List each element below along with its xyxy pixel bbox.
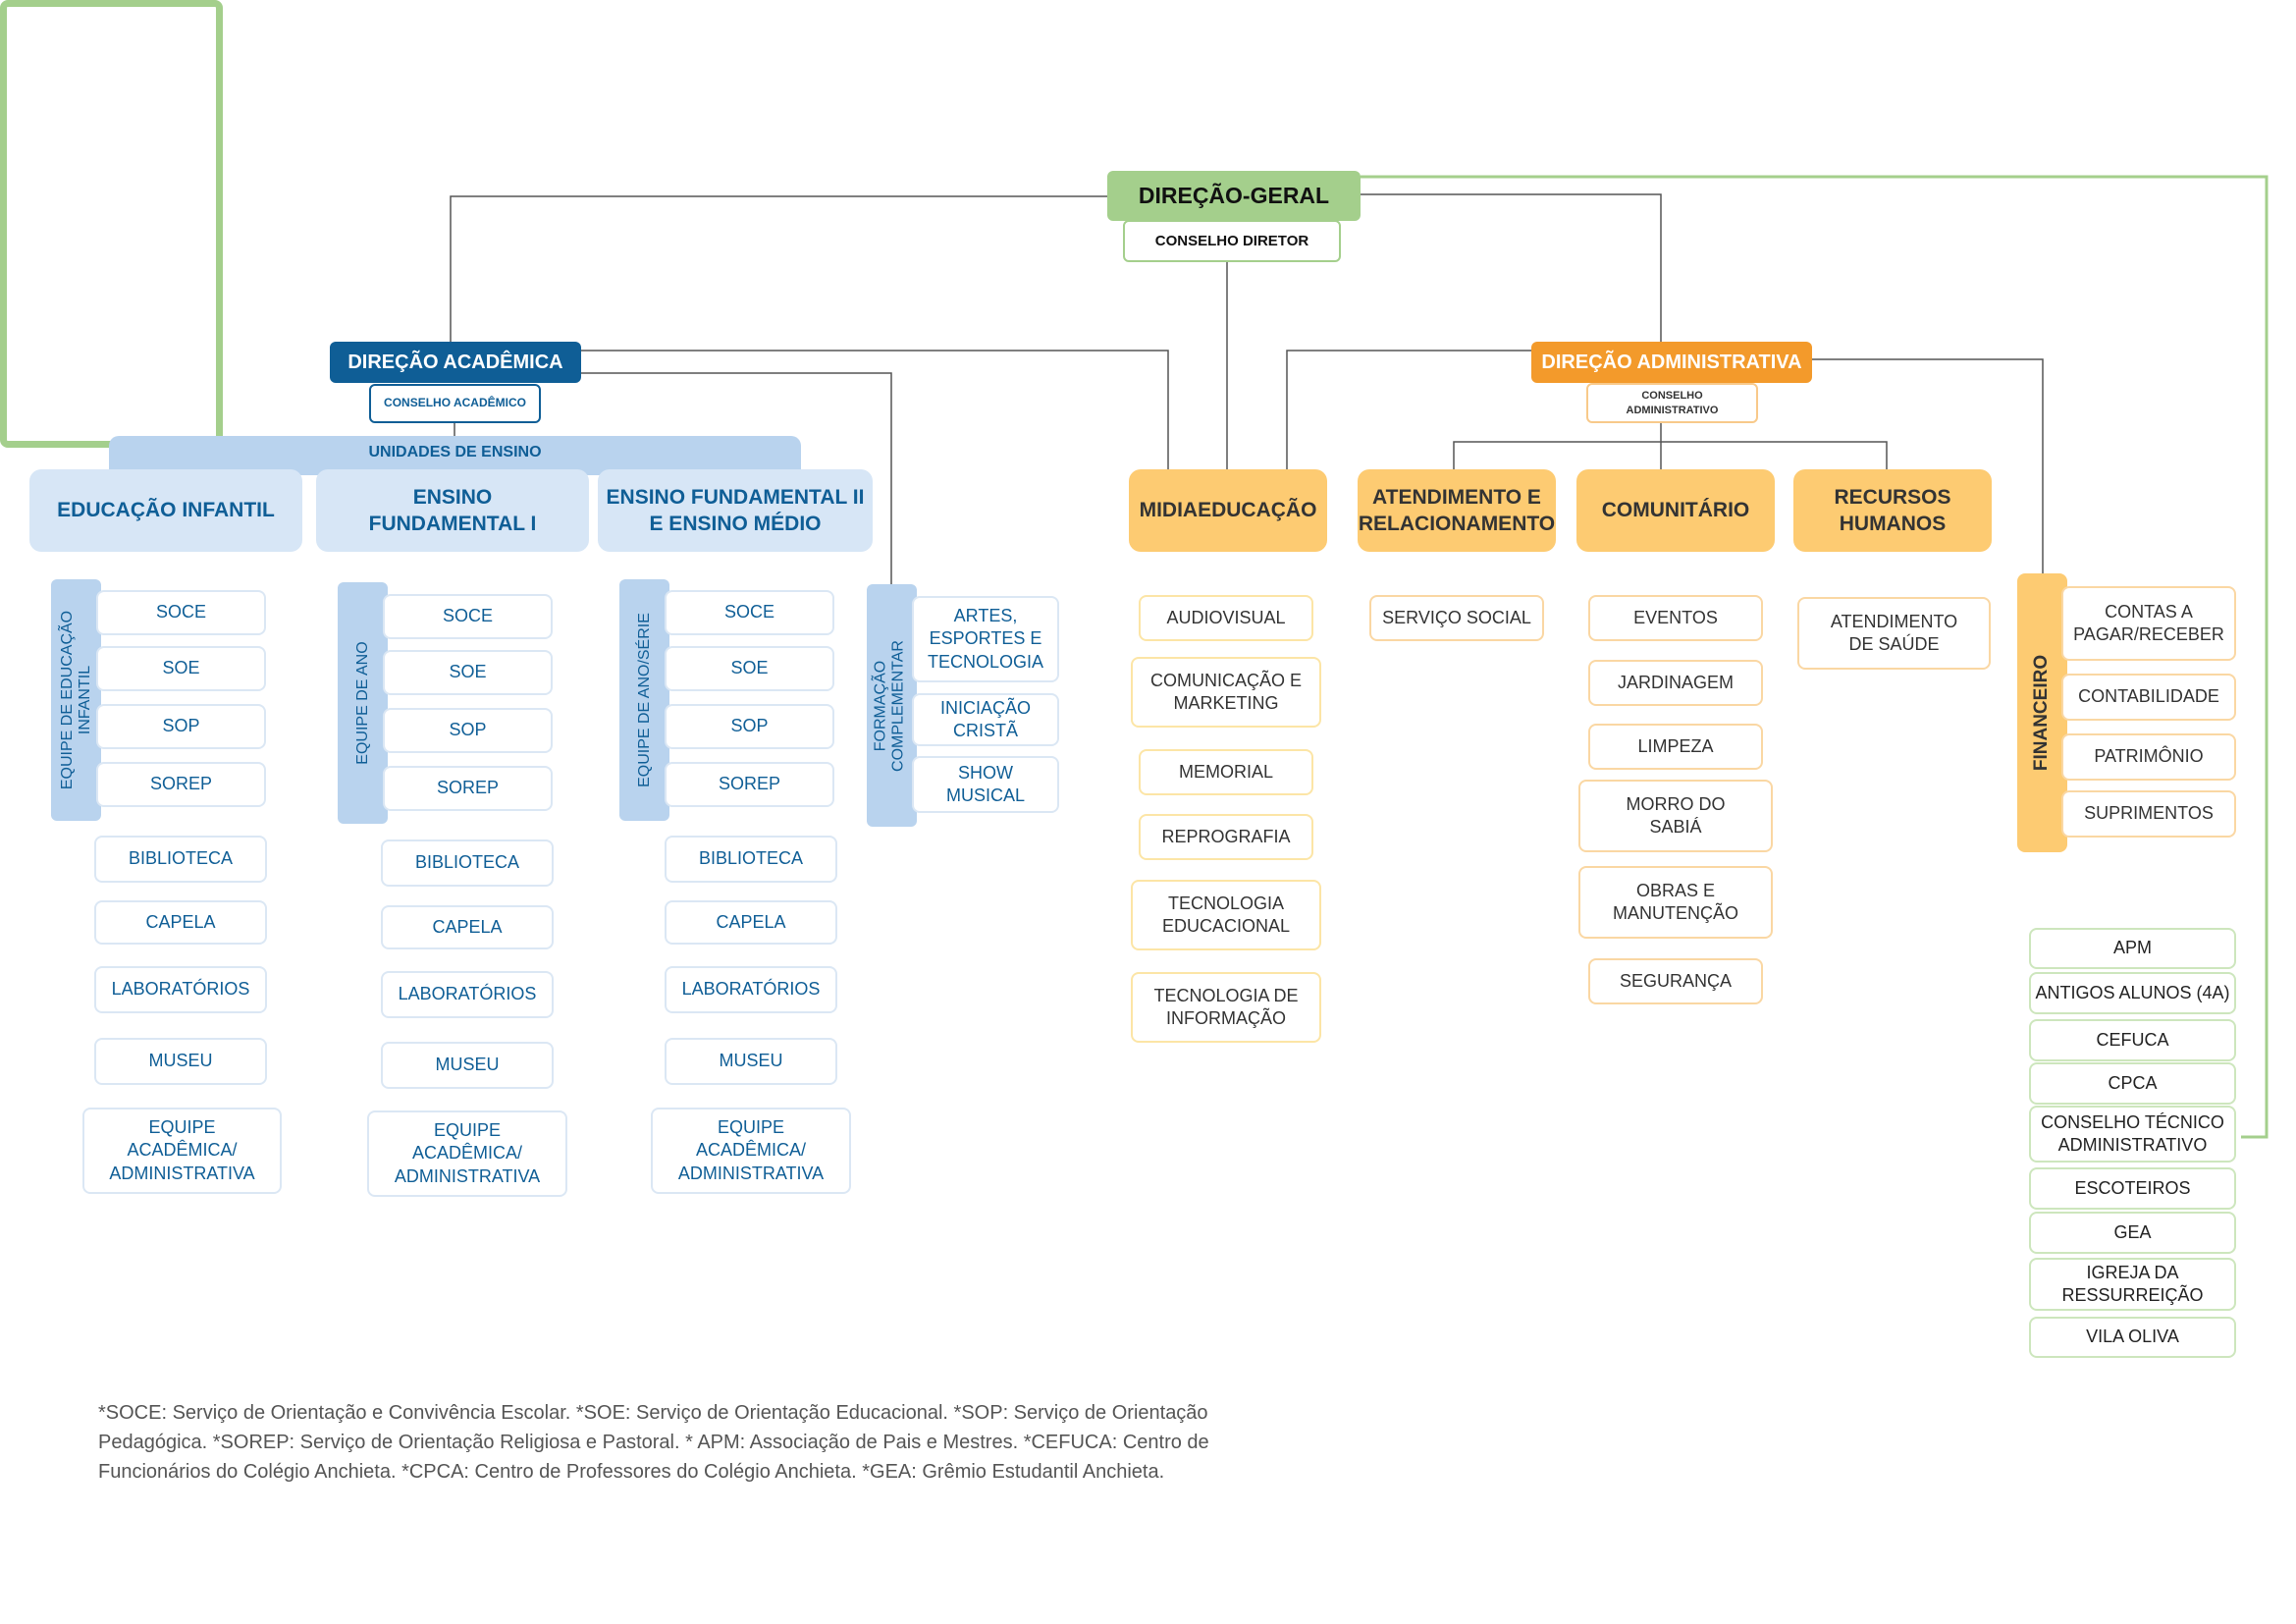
unit-item: BIBLIOTECA xyxy=(665,836,837,883)
association-item: CPCA xyxy=(2029,1062,2236,1105)
line-administrativa-midia xyxy=(1286,350,1531,469)
team-band xyxy=(51,579,101,821)
dept-comunitario: COMUNITÁRIO xyxy=(1576,469,1775,552)
line-admin-atendimento xyxy=(1453,423,1662,469)
dept-atendimento-relacionamento: ATENDIMENTO E RELACIONAMENTO xyxy=(1358,469,1556,552)
association-item: CONSELHO TÉCNICO ADMINISTRATIVO xyxy=(2029,1106,2236,1163)
finance-item: PATRIMÔNIO xyxy=(2061,733,2236,781)
dept-item: MORRO DO SABIÁ xyxy=(1578,780,1773,852)
team-item: SOP xyxy=(96,704,266,749)
dept-item: LIMPEZA xyxy=(1588,724,1763,770)
unit-item: BIBLIOTECA xyxy=(94,836,267,883)
direcao-geral-box: DIREÇÃO-GERAL xyxy=(1107,171,1361,221)
line-administrativa-financeiro xyxy=(1812,358,2044,573)
unit-item: EQUIPE ACADÊMICA/ ADMINISTRATIVA xyxy=(82,1108,282,1194)
dept-item: JARDINAGEM xyxy=(1588,660,1763,706)
midiaeducacao-box: MIDIAEDUCAÇÃO xyxy=(1129,469,1327,552)
unit-item: EQUIPE ACADÊMICA/ ADMINISTRATIVA xyxy=(367,1110,567,1197)
team-item: SOREP xyxy=(383,766,553,811)
midia-item: REPROGRAFIA xyxy=(1139,814,1313,860)
unit-item: BIBLIOTECA xyxy=(381,839,554,887)
finance-item: CONTABILIDADE xyxy=(2061,674,2236,721)
team-label: EQUIPE DE EDUCAÇÃO INFANTIL xyxy=(58,610,93,790)
finance-item: CONTAS A PAGAR/RECEBER xyxy=(2061,586,2236,661)
line-geral-associacoes xyxy=(1361,175,2269,1139)
financeiro-label: FINANCEIRO xyxy=(2031,654,2052,772)
midia-item: COMUNICAÇÃO E MARKETING xyxy=(1131,657,1321,728)
midia-item: MEMORIAL xyxy=(1139,749,1313,795)
team-item: SOREP xyxy=(96,762,266,807)
team-item: SOP xyxy=(665,704,834,749)
comp-item-artes: ARTES, ESPORTES E TECNOLOGIA xyxy=(912,596,1059,682)
unit-item: CAPELA xyxy=(94,900,267,945)
dept-item: OBRAS E MANUTENÇÃO xyxy=(1578,866,1773,939)
comp-item-show: SHOW MUSICAL xyxy=(912,756,1059,813)
association-item: GEA xyxy=(2029,1212,2236,1254)
team-item: SOCE xyxy=(96,590,266,635)
association-item: ESCOTEIROS xyxy=(2029,1167,2236,1210)
association-item: IGREJA DA RESSURREIÇÃO xyxy=(2029,1258,2236,1311)
conselho-academico-box: CONSELHO ACADÊMICO xyxy=(369,384,541,423)
midia-item: TECNOLOGIA EDUCACIONAL xyxy=(1131,880,1321,950)
conselho-administrativo-box: CONSELHO ADMINISTRATIVO xyxy=(1586,383,1758,423)
team-item: SOE xyxy=(96,646,266,691)
unit-item: EQUIPE ACADÊMICA/ ADMINISTRATIVA xyxy=(651,1108,851,1194)
association-item: VILA OLIVA xyxy=(2029,1317,2236,1358)
unit-item: MUSEU xyxy=(94,1038,267,1085)
association-item: CEFUCA xyxy=(2029,1019,2236,1061)
unidades-de-ensino-banner: UNIDADES DE ENSINO xyxy=(109,436,801,475)
midia-item: TECNOLOGIA DE INFORMAÇÃO xyxy=(1131,972,1321,1043)
finance-item: SUPRIMENTOS xyxy=(2061,790,2236,838)
unit-item: MUSEU xyxy=(381,1042,554,1089)
team-item: SOE xyxy=(383,650,553,695)
footnote-line: Funcionários do Colégio Anchieta. *CPCA:… xyxy=(98,1461,1165,1483)
midia-item: AUDIOVISUAL xyxy=(1139,595,1313,641)
line-academica-midia xyxy=(581,350,1169,469)
financeiro-band xyxy=(2017,573,2067,852)
unit-ensino-fundamental-1: ENSINO FUNDAMENTAL I xyxy=(316,469,589,552)
team-band xyxy=(619,579,669,821)
team-item: SOCE xyxy=(665,590,834,635)
conselho-diretor-box: CONSELHO DIRETOR xyxy=(1123,220,1341,262)
dept-item: SEGURANÇA xyxy=(1588,958,1763,1004)
unit-item: LABORATÓRIOS xyxy=(381,971,554,1018)
team-label: EQUIPE DE ANO/SÉRIE xyxy=(635,613,653,787)
association-item: ANTIGOS ALUNOS (4A) xyxy=(2029,972,2236,1014)
team-item: SOREP xyxy=(665,762,834,807)
formacao-complementar-band xyxy=(867,584,917,827)
comp-item-iniciacao: INICIAÇÃO CRISTÃ xyxy=(912,693,1059,746)
unit-item: LABORATÓRIOS xyxy=(94,966,267,1013)
formacao-complementar-label: FORMAÇÃO COMPLEMENTAR xyxy=(872,640,907,772)
association-item: APM xyxy=(2029,928,2236,969)
footnote: *SOCE: Serviço de Orientação e Convivênc… xyxy=(98,1398,1315,1487)
unit-item: LABORATÓRIOS xyxy=(665,966,837,1013)
associations-frame xyxy=(0,0,223,448)
dept-item: ATENDIMENTO DE SAÚDE xyxy=(1797,597,1991,670)
line-geral-administrativa xyxy=(1361,193,1662,342)
footnote-line: *SOCE: Serviço de Orientação e Convivênc… xyxy=(98,1402,1208,1424)
line-admin-rh xyxy=(1661,441,1888,469)
direcao-academica-box: DIREÇÃO ACADÊMICA xyxy=(330,342,581,383)
dept-item: EVENTOS xyxy=(1588,595,1763,641)
line-geral-academica xyxy=(450,195,1107,342)
direcao-administrativa-box: DIREÇÃO ADMINISTRATIVA xyxy=(1531,342,1812,383)
team-item: SOE xyxy=(665,646,834,691)
unit-ensino-fundamental-2-medio: ENSINO FUNDAMENTAL II E ENSINO MÉDIO xyxy=(598,469,873,552)
unit-item: MUSEU xyxy=(665,1038,837,1085)
footnote-line: Pedagógica. *SOREP: Serviço de Orientaçã… xyxy=(98,1432,1209,1453)
team-item: SOP xyxy=(383,708,553,753)
dept-item: SERVIÇO SOCIAL xyxy=(1369,595,1544,641)
unit-educacao-infantil: EDUCAÇÃO INFANTIL xyxy=(29,469,302,552)
dept-recursos-humanos: RECURSOS HUMANOS xyxy=(1793,469,1992,552)
team-label: EQUIPE DE ANO xyxy=(353,641,371,765)
line-academica-complementar xyxy=(581,372,892,584)
team-band xyxy=(338,582,388,824)
team-item: SOCE xyxy=(383,594,553,639)
unit-item: CAPELA xyxy=(665,900,837,945)
unit-item: CAPELA xyxy=(381,905,554,949)
